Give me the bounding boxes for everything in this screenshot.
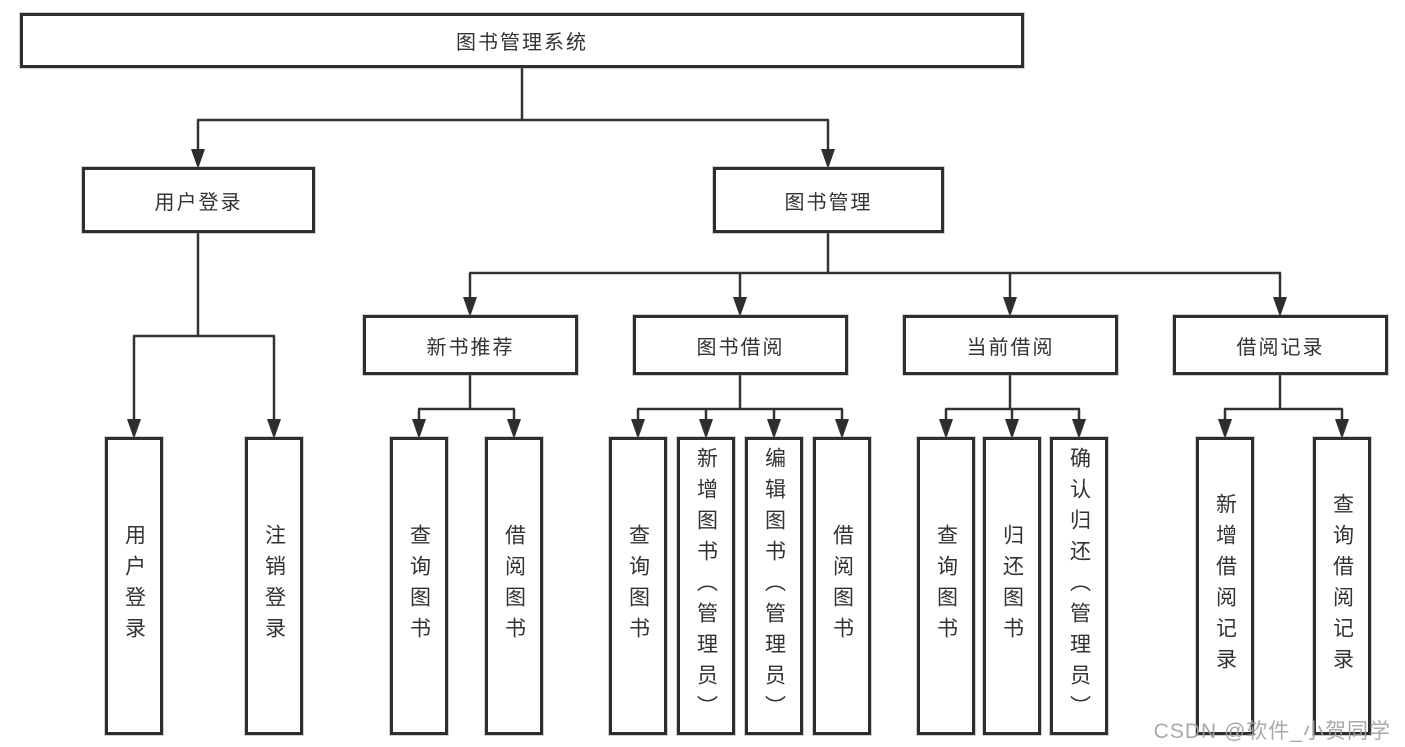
- node-label: 借阅图书: [502, 524, 526, 648]
- node-leaf-logout: 注销登录: [245, 437, 303, 735]
- node-leaf-query-borrow-record: 查询借阅记录: [1313, 437, 1371, 735]
- node-leaf-query-books-recommend: 查询图书: [390, 437, 448, 735]
- node-book-borrow: 图书借阅: [633, 315, 848, 375]
- node-leaf-return-book: 归还图书: [983, 437, 1041, 735]
- node-label: 查询借阅记录: [1330, 493, 1354, 679]
- node-leaf-query-books-borrow: 查询图书: [609, 437, 667, 735]
- node-leaf-edit-book-admin: 编辑图书（管理员）: [745, 437, 803, 735]
- node-label: 编辑图书（管理员）: [762, 446, 786, 726]
- node-leaf-add-book-admin: 新增图书（管理员）: [677, 437, 735, 735]
- node-user-login: 用户登录: [82, 167, 315, 233]
- node-label: 确认归还（管理员）: [1067, 446, 1091, 726]
- node-label: 用户登录: [122, 524, 146, 648]
- node-book-management: 图书管理: [713, 167, 944, 233]
- node-leaf-add-borrow-record: 新增借阅记录: [1196, 437, 1254, 735]
- node-borrow-records: 借阅记录: [1173, 315, 1388, 375]
- node-label: 图书管理系统: [456, 32, 588, 54]
- node-leaf-confirm-return-admin: 确认归还（管理员）: [1050, 437, 1108, 735]
- node-label: 用户登录: [154, 191, 243, 214]
- node-label: 新增图书（管理员）: [694, 446, 718, 726]
- csdn-watermark: CSDN @软件_小贺同学: [1153, 720, 1391, 743]
- node-new-book-recommend: 新书推荐: [363, 315, 578, 375]
- node-label: 当前借阅: [966, 336, 1055, 359]
- node-label: 查询图书: [934, 524, 958, 648]
- node-leaf-borrow-books: 借阅图书: [813, 437, 871, 735]
- node-label: 新书推荐: [426, 336, 515, 359]
- node-label: 查询图书: [626, 524, 650, 648]
- node-label: 图书管理: [784, 191, 873, 214]
- node-label: 查询图书: [407, 524, 431, 648]
- arrowhead-icons: [127, 149, 1349, 439]
- node-current-borrow: 当前借阅: [903, 315, 1118, 375]
- node-root: 图书管理系统: [20, 13, 1024, 68]
- node-label: 图书借阅: [696, 336, 785, 359]
- node-label: 归还图书: [1000, 524, 1024, 648]
- node-leaf-borrow-books-recommend: 借阅图书: [485, 437, 543, 735]
- node-label: 新增借阅记录: [1213, 493, 1237, 679]
- node-label: 注销登录: [262, 524, 286, 648]
- node-label: 借阅记录: [1236, 336, 1325, 359]
- node-leaf-user-login: 用户登录: [105, 437, 163, 735]
- node-label: 借阅图书: [830, 524, 854, 648]
- node-leaf-query-books-current: 查询图书: [917, 437, 975, 735]
